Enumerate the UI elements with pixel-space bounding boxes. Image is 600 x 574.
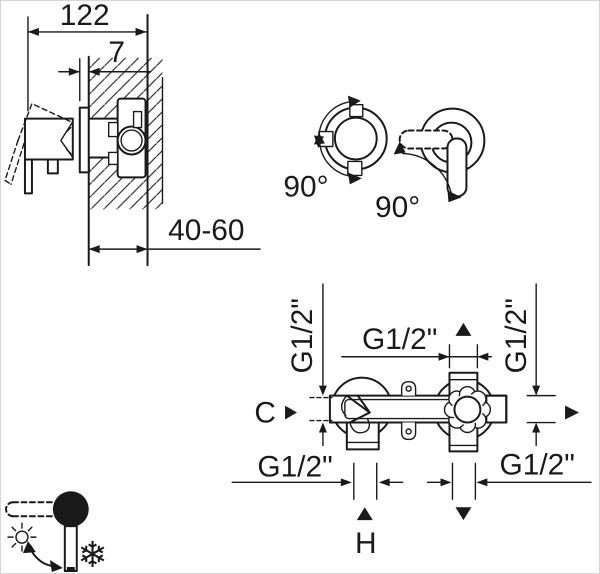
rotation-view: 90° 90° <box>283 95 486 224</box>
outlet-arrow-down-icon <box>455 507 472 521</box>
overall-depth-label: 122 <box>60 1 110 32</box>
side-view: 122 7 40-60 <box>4 1 261 267</box>
left-knob-rotation: 90° <box>283 95 388 203</box>
rotation-arc-lower <box>319 143 353 178</box>
bottom-right-port-thread-label: G1/2" <box>499 448 574 481</box>
trim-plate <box>78 106 90 174</box>
right-port-thread-label: G1/2" <box>500 298 533 373</box>
dim-bottom-right-thread: G1/2" <box>426 448 592 521</box>
left-port-thread-label: G1/2" <box>286 298 319 373</box>
rotation-arc <box>401 152 453 196</box>
dim-wall-depth-range: 40-60 <box>88 214 261 254</box>
dim-right-thread: G1/2" <box>500 283 580 447</box>
right-knob-rotation: 90° <box>375 107 486 224</box>
lever-front-detail <box>340 394 371 434</box>
flow-arrow-right-icon <box>565 405 580 420</box>
wall-depth-range-label: 40-60 <box>168 214 244 247</box>
front-view: G1/2" C G1/2" G1/2" <box>231 283 592 560</box>
mixer-handle-side <box>23 117 74 195</box>
dim-plate-thickness: 7 <box>58 36 152 102</box>
dim-top-thread: G1/2" <box>341 322 493 369</box>
right-knob-rotation-label: 90° <box>375 191 420 224</box>
bottom-left-port-thread-label: G1/2" <box>257 450 332 483</box>
left-knob-rotation-label: 90° <box>283 170 328 203</box>
dim-overall-depth: 122 <box>27 1 148 112</box>
plate-thickness-label: 7 <box>108 36 125 69</box>
mounting-bracket <box>400 380 417 441</box>
dim-bottom-left-thread: G1/2" H <box>231 450 404 560</box>
hot-cold-rotation-arrow <box>22 541 63 573</box>
flow-arrow-left-icon <box>285 405 298 420</box>
lever-ghost-horizontal <box>398 129 454 150</box>
hot-inlet-arrow-icon <box>356 507 373 521</box>
dim-left-thread: G1/2" C <box>254 283 333 447</box>
handle-ghost-outline <box>4 102 74 186</box>
valve-body <box>87 97 147 179</box>
rotation-arc-upper <box>318 100 352 137</box>
lever-grip <box>23 158 33 195</box>
temperature-icon: ❄ <box>5 491 108 573</box>
top-port-thread-label: G1/2" <box>362 323 437 356</box>
hot-port-label: H <box>355 527 377 560</box>
cold-port-label: C <box>254 397 276 430</box>
flow-arrow-up-icon <box>455 322 472 336</box>
snowflake-icon: ❄ <box>78 535 108 573</box>
mixer-knob-pictogram <box>5 491 89 573</box>
sun-icon <box>7 522 37 552</box>
knurled-knob <box>443 385 492 434</box>
